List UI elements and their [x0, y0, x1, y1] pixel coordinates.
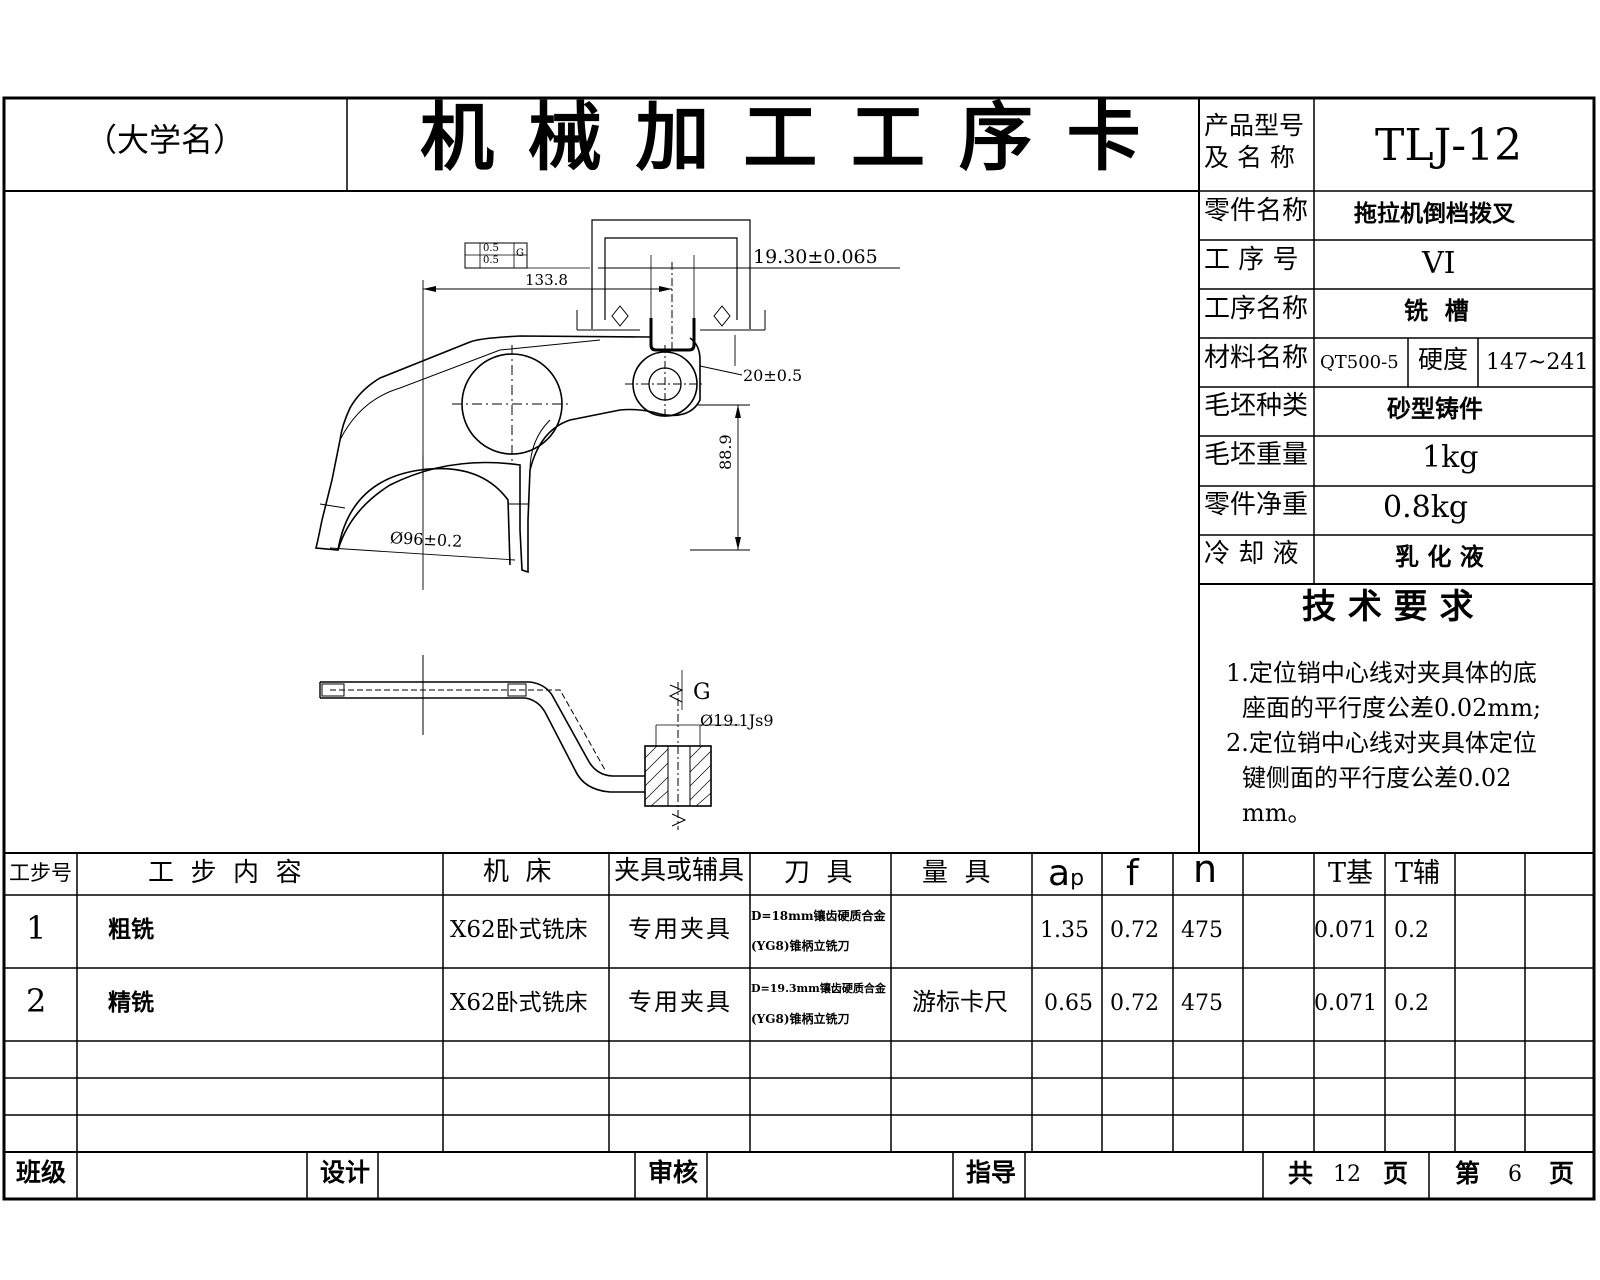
row1-n: 475	[1181, 918, 1223, 943]
row1-content: 粗铣	[108, 916, 154, 943]
tech-line-3: 2.定位销中心线对夹具体定位	[1226, 729, 1537, 757]
product-label-2: 及 名 称	[1204, 143, 1295, 172]
footer-total-pre: 共	[1288, 1159, 1314, 1188]
hardness-value: 147~241	[1486, 350, 1589, 375]
footer-design-label: 设计	[320, 1158, 371, 1187]
col-ap-main: a	[1048, 853, 1071, 894]
col-fixture-header: 夹具或辅具	[614, 856, 745, 886]
footer-review-label: 审核	[648, 1158, 699, 1187]
footer-total-num: 12	[1333, 1162, 1361, 1187]
datum-g-label: G	[693, 680, 711, 705]
tech-line-2: 座面的平行度公差0.02mm;	[1242, 694, 1542, 722]
process-no-label: 工 序 号	[1204, 245, 1299, 275]
col-t-basic-header: T基	[1328, 858, 1374, 889]
row2-f: 0.72	[1110, 991, 1159, 1016]
row2-n: 475	[1181, 991, 1223, 1016]
coolant-label: 冷 却 液	[1204, 539, 1299, 569]
outer-frame	[2, 96, 1596, 1201]
footer-total-post: 页	[1383, 1159, 1409, 1188]
process-name-label: 工序名称	[1204, 294, 1309, 324]
tech-line-1: 1.定位销中心线对夹具体的底	[1226, 659, 1537, 687]
row2-tool-1: D=19.3mm镶齿硬质合金	[751, 982, 886, 995]
part-name-value: 拖拉机倒档拨叉	[1354, 200, 1515, 227]
col-t-aux-header: T辅	[1395, 858, 1441, 889]
blank-weight-value: 1kg	[1422, 440, 1479, 475]
footer-class-label: 班级	[16, 1158, 67, 1187]
col-ap-sub: p	[1070, 866, 1085, 891]
row1-t-aux: 0.2	[1394, 918, 1429, 943]
row1-tool-1: D=18mm镶齿硬质合金	[751, 909, 886, 923]
row1-step: 1	[26, 909, 47, 947]
row2-ap: 0.65	[1044, 991, 1093, 1016]
tolerance-value-2: 0.5	[483, 255, 499, 266]
net-weight-label: 零件净重	[1204, 490, 1309, 520]
hardness-label: 硬度	[1418, 345, 1469, 374]
card-title: 机 械 加 工 工 序 卡	[420, 95, 1145, 181]
dim-88: 88.9	[716, 434, 735, 470]
col-gauge-header: 量 具	[922, 858, 991, 888]
process-name-value: 铣 槽	[1404, 296, 1469, 325]
material-label: 材料名称	[1204, 343, 1309, 373]
col-n-header: n	[1193, 847, 1218, 891]
footer-page-pre: 第	[1455, 1159, 1481, 1188]
product-label-1: 产品型号	[1204, 111, 1305, 140]
material-value: QT500-5	[1320, 352, 1399, 373]
row2-t-basic: 0.071	[1314, 991, 1377, 1016]
product-model-value: TLJ-12	[1375, 120, 1523, 171]
row2-fixture: 专用夹具	[628, 988, 732, 1016]
blank-weight-label: 毛坯重量	[1204, 440, 1309, 470]
col-tool-header: 刀 具	[784, 858, 853, 888]
col-ap-header: ap	[1048, 856, 1084, 892]
blank-type-value: 砂型铸件	[1387, 394, 1483, 423]
row2-machine: X62卧式铣床	[450, 990, 588, 1016]
dim-20: 20±0.5	[743, 366, 803, 385]
tolerance-datum-ref: G	[516, 248, 524, 259]
row2-t-aux: 0.2	[1394, 991, 1429, 1016]
row1-machine: X62卧式铣床	[450, 917, 588, 943]
footer-guide-label: 指导	[966, 1158, 1017, 1187]
dim-96: Ø96±0.2	[389, 528, 463, 551]
row1-f: 0.72	[1110, 918, 1159, 943]
row1-ap: 1.35	[1040, 918, 1089, 943]
part-name-label: 零件名称	[1204, 196, 1309, 226]
col-f-header: f	[1126, 853, 1139, 894]
col-content-header: 工 步 内 容	[148, 858, 302, 888]
dim-hole: Ø19.1Js9	[700, 711, 774, 730]
coolant-value: 乳 化 液	[1395, 542, 1484, 571]
tech-title: 技 术 要 求	[1302, 587, 1474, 627]
footer-page-num: 6	[1508, 1162, 1522, 1187]
row1-fixture: 专用夹具	[628, 915, 732, 943]
school-name: （大学名）	[85, 121, 246, 159]
tech-line-4: 键侧面的平行度公差0.02	[1242, 764, 1512, 792]
process-no-value: VI	[1422, 246, 1456, 281]
dim-133: 133.8	[525, 271, 568, 289]
col-step-header: 工步号	[9, 861, 72, 885]
row2-content: 精铣	[108, 989, 154, 1016]
row2-tool-2: (YG8)锥柄立铣刀	[751, 1012, 850, 1026]
row2-step: 2	[26, 982, 47, 1020]
blank-type-label: 毛坯种类	[1204, 391, 1309, 421]
dim-slot-width: 19.30±0.065	[753, 246, 878, 268]
tech-line-5: mm。	[1242, 799, 1312, 827]
net-weight-value: 0.8kg	[1383, 490, 1469, 525]
part-top-view	[314, 219, 900, 590]
row2-gauge: 游标卡尺	[912, 988, 1008, 1016]
row1-t-basic: 0.071	[1314, 918, 1377, 943]
tolerance-value-1: 0.5	[483, 243, 499, 254]
col-machine-header: 机 床	[483, 857, 552, 887]
footer-page-post: 页	[1549, 1159, 1575, 1188]
row1-tool-2: (YG8)锥柄立铣刀	[751, 939, 850, 953]
part-side-view	[319, 655, 740, 830]
